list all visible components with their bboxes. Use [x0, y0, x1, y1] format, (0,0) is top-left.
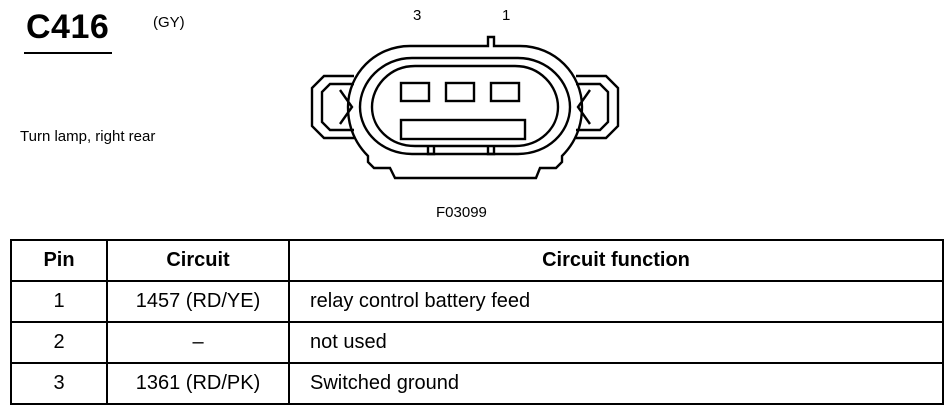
- figure-code: F03099: [436, 204, 487, 221]
- connector-cavity: [370, 64, 560, 148]
- pin-3-terminal: [399, 81, 431, 103]
- cell-pin: 3: [10, 362, 108, 405]
- cell-function: relay control battery feed: [288, 280, 944, 323]
- cell-function: Switched ground: [288, 362, 944, 405]
- table-row: 3 1361 (RD/PK) Switched ground: [10, 362, 944, 405]
- connector-inner-shell: [358, 56, 572, 156]
- connector-face-diagram: [310, 35, 620, 180]
- cell-pin: 2: [10, 321, 108, 364]
- connector-outer-shell: [346, 35, 584, 180]
- cell-pin: 1: [10, 280, 108, 323]
- connector-id: C416: [26, 8, 110, 46]
- bottom-tab-left: [426, 146, 436, 156]
- connector-color-code: (GY): [153, 14, 185, 31]
- header-pin: Pin: [10, 239, 108, 282]
- table-header-row: Pin Circuit Circuit function: [10, 239, 944, 282]
- right-latch: [576, 74, 620, 140]
- pin-2-terminal: [444, 81, 476, 103]
- left-latch: [310, 74, 354, 140]
- cell-circuit: 1361 (RD/PK): [106, 362, 290, 405]
- cell-function: not used: [288, 321, 944, 364]
- header-circuit-function: Circuit function: [288, 239, 944, 282]
- pin-table: Pin Circuit Circuit function 1 1457 (RD/…: [10, 239, 944, 405]
- bottom-tab-right: [486, 146, 496, 156]
- table-row: 2 – not used: [10, 321, 944, 364]
- cell-circuit: –: [106, 321, 290, 364]
- cell-circuit: 1457 (RD/YE): [106, 280, 290, 323]
- pin-label-1: 1: [502, 7, 511, 24]
- connector-description: Turn lamp, right rear: [20, 128, 156, 145]
- connector-id-underline: [24, 52, 112, 54]
- pin-label-3: 3: [413, 7, 422, 24]
- pin-1-terminal: [489, 81, 521, 103]
- header-circuit: Circuit: [106, 239, 290, 282]
- table-row: 1 1457 (RD/YE) relay control battery fee…: [10, 280, 944, 323]
- key-slot: [399, 118, 527, 141]
